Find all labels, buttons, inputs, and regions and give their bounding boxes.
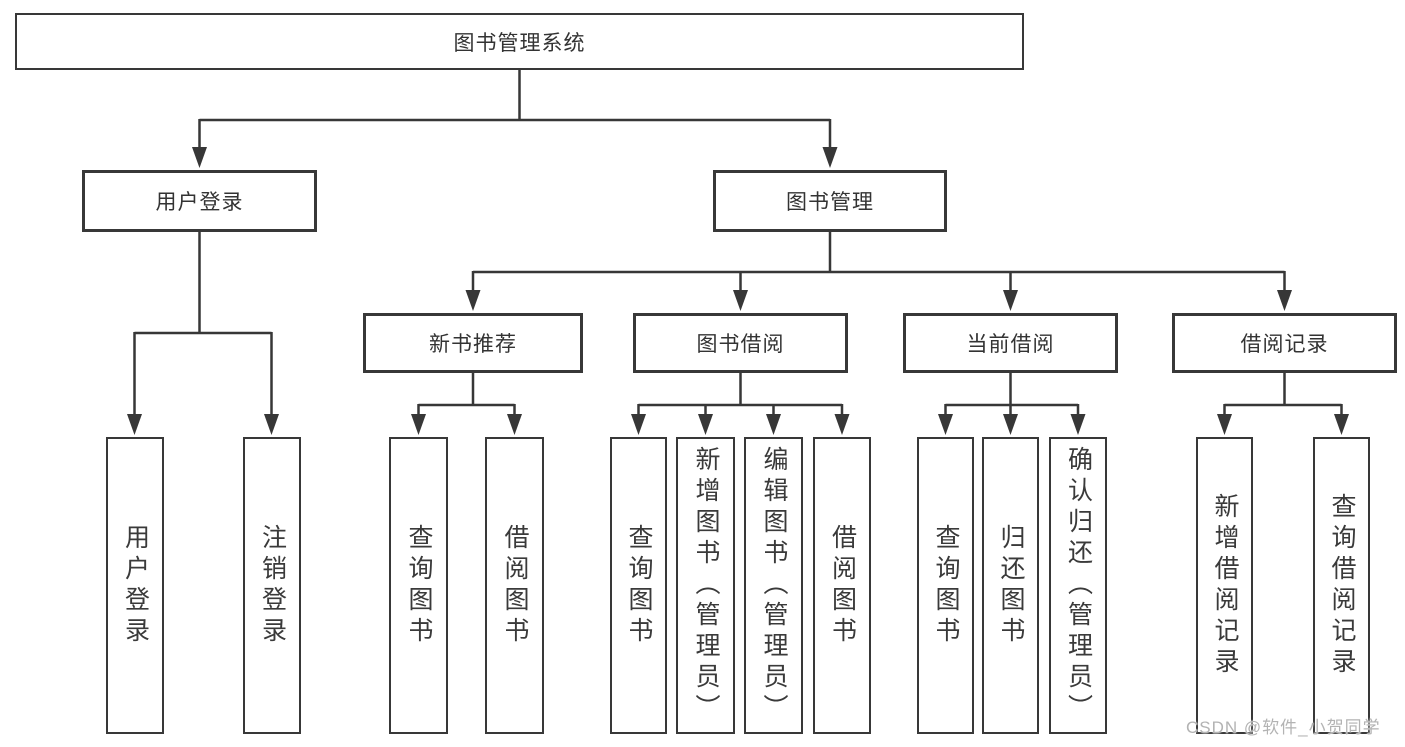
leaf-return-book: 归还图书	[982, 437, 1039, 734]
leaf-query-books-borrow: 查询图书	[610, 437, 667, 734]
leaf-borrow-books: 借阅图书	[813, 437, 871, 734]
arrowhead	[192, 147, 207, 168]
arrowhead	[1334, 414, 1349, 435]
node-label: 图书管理系统	[453, 31, 586, 55]
leaf-edit-book-admin: 编辑图书（管理员）	[744, 437, 803, 734]
arrowhead	[698, 414, 713, 435]
node-label: 新书推荐	[429, 333, 517, 356]
leaf-label: 注销登录	[258, 523, 287, 648]
leaf-label: 查询图书	[405, 523, 433, 648]
arrowhead	[465, 290, 481, 311]
arrowheads	[127, 147, 1349, 435]
connector-lines	[133, 70, 1343, 417]
node-label: 当前借阅	[966, 333, 1055, 356]
arrowhead	[507, 414, 522, 435]
leaf-label: 查询借阅记录	[1328, 492, 1356, 679]
node-library-system: 图书管理系统	[15, 13, 1024, 70]
node-label: 图书借阅	[696, 333, 785, 356]
node-label: 图书管理	[786, 191, 874, 214]
leaf-user-login: 用户登录	[106, 437, 164, 734]
arrowhead	[1003, 290, 1018, 311]
leaf-logout: 注销登录	[243, 437, 301, 734]
node-label: 用户登录	[155, 191, 244, 214]
csdn-watermark: CSDN @软件_小贺同学	[1186, 718, 1381, 737]
leaf-query-books-recommend: 查询图书	[389, 437, 448, 734]
arrowhead	[822, 147, 838, 168]
leaf-confirm-return-admin: 确认归还（管理员）	[1049, 437, 1107, 734]
arrowhead	[1277, 290, 1292, 311]
arrowhead	[631, 414, 646, 435]
node-label: 借阅记录	[1240, 333, 1329, 356]
leaf-label: 查询图书	[932, 523, 960, 648]
leaf-label: 借阅图书	[828, 523, 857, 648]
leaf-add-book-admin: 新增图书（管理员）	[676, 437, 735, 734]
arrowhead	[938, 414, 953, 435]
arrowhead	[264, 414, 279, 435]
node-user-login: 用户登录	[82, 170, 317, 232]
leaf-label: 借阅图书	[501, 523, 529, 648]
node-borrowing-records: 借阅记录	[1172, 313, 1397, 373]
leaf-label: 确认归还（管理员）	[1064, 446, 1093, 725]
node-book-management: 图书管理	[713, 170, 947, 232]
arrowhead	[733, 290, 748, 311]
arrowhead	[127, 414, 142, 435]
leaf-label: 用户登录	[121, 523, 150, 648]
leaf-label: 新增图书（管理员）	[692, 446, 720, 725]
leaf-query-books-current: 查询图书	[917, 437, 974, 734]
leaf-label: 归还图书	[997, 523, 1025, 648]
leaf-label: 查询图书	[625, 523, 653, 648]
leaf-add-borrow-record: 新增借阅记录	[1196, 437, 1253, 734]
arrowhead	[411, 414, 426, 435]
arrowhead	[766, 414, 781, 435]
node-book-borrowing: 图书借阅	[633, 313, 848, 373]
leaf-query-borrow-record: 查询借阅记录	[1313, 437, 1370, 734]
arrowhead	[1070, 414, 1086, 435]
leaf-label: 新增借阅记录	[1211, 492, 1239, 679]
arrowhead	[1217, 414, 1232, 435]
node-new-book-recommend: 新书推荐	[363, 313, 583, 373]
leaf-borrow-books-recommend: 借阅图书	[485, 437, 544, 734]
node-current-borrowing: 当前借阅	[903, 313, 1118, 373]
arrowhead	[1003, 414, 1018, 435]
arrowhead	[834, 414, 850, 435]
leaf-label: 编辑图书（管理员）	[760, 446, 788, 725]
